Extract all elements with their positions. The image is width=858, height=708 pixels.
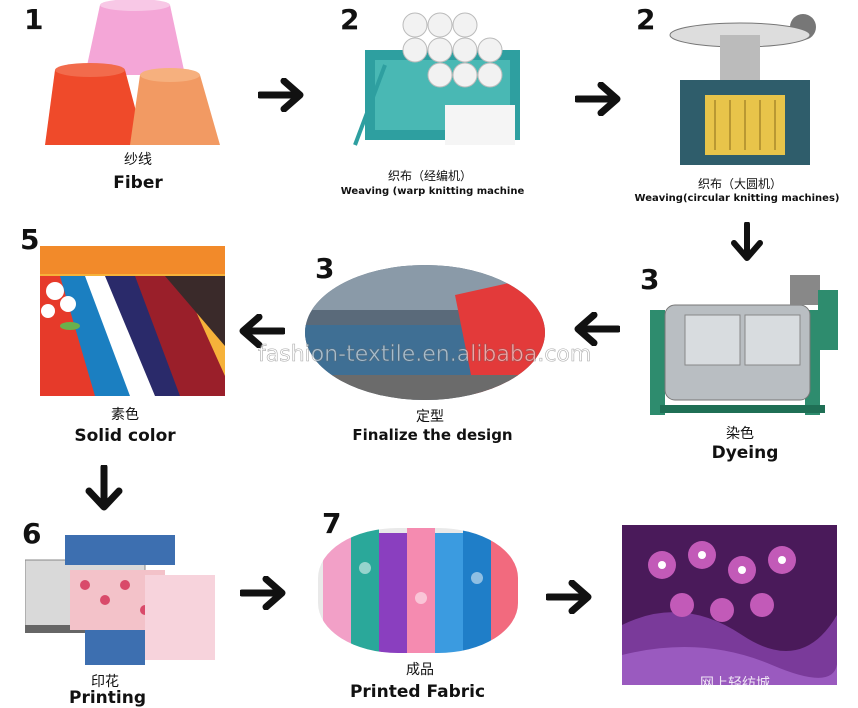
step-2a-en-label: Weaving (warp knitting machine — [340, 186, 525, 197]
step-2b-number: 2 — [636, 3, 656, 36]
circular-knitting-machine-image — [660, 10, 820, 170]
arrow-right-icon — [573, 81, 623, 120]
step-7-cn-label: 成品 — [406, 662, 434, 678]
step-6-cn-label: 印花 — [91, 674, 119, 690]
step-3-en-label: Dyeing — [711, 443, 779, 463]
solid-color-fabrics-image — [40, 246, 225, 396]
yarn-cones-image — [45, 0, 235, 150]
arrow-left-icon — [237, 313, 287, 352]
arrow-right-icon — [256, 77, 306, 116]
step-4-number: 3 — [315, 252, 335, 285]
step-6-en-label: Printing — [69, 688, 146, 708]
step-2a-cn-label: 织布（经编机） — [387, 169, 472, 183]
arrow-right-icon — [544, 579, 594, 618]
dyeing-machine-image — [640, 270, 840, 420]
printing-machine-image — [25, 530, 215, 665]
step-4-cn-label: 定型 — [416, 409, 444, 425]
step-2b-cn-label: 织布（大圆机） — [697, 177, 782, 191]
step-3-number: 3 — [640, 263, 660, 296]
finalize-machine-image — [305, 265, 545, 400]
arrow-right-icon — [238, 575, 288, 614]
printed-fabric-rolls-image — [318, 528, 518, 653]
logo-watermark: 网上轻纺城 — [700, 676, 770, 692]
step-1-cn-label: 纱线 — [124, 152, 152, 168]
step-5-cn-label: 素色 — [111, 407, 139, 423]
step-3-cn-label: 染色 — [726, 426, 754, 442]
step-4-en-label: Finalize the design — [352, 426, 513, 444]
arrow-left-icon — [572, 311, 622, 350]
step-7-number: 7 — [322, 507, 342, 540]
step-1-en-label: Fiber — [113, 173, 163, 193]
step-1-number: 1 — [24, 3, 44, 36]
step-2b-en-label: Weaving(circular knitting machines) — [634, 193, 840, 204]
step-6-number: 6 — [22, 517, 42, 550]
arrow-down-icon — [85, 463, 123, 517]
warp-knitting-machine-image — [345, 5, 530, 160]
site-watermark: fashion-textile.en.alibaba.com — [258, 342, 592, 368]
step-7-en-label: Printed Fabric — [349, 682, 486, 702]
arrow-down-icon — [730, 221, 764, 268]
orchid-silk-image — [622, 525, 837, 685]
step-5-en-label: Solid color — [74, 426, 176, 446]
step-2a-number: 2 — [340, 3, 360, 36]
step-5-number: 5 — [20, 223, 40, 256]
